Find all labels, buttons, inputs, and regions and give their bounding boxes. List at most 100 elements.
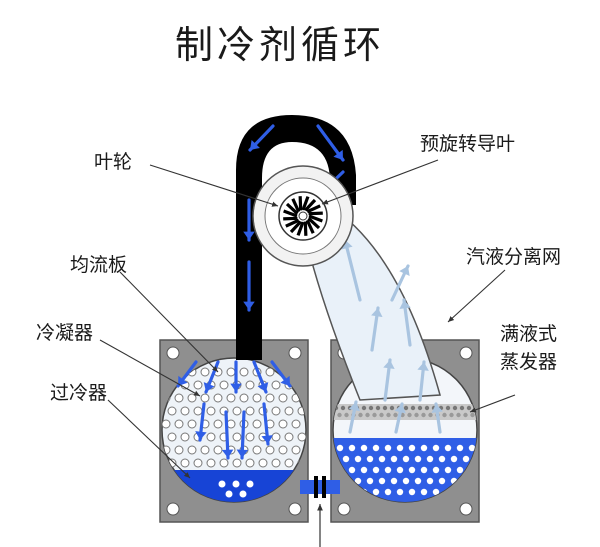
evaporator-tube xyxy=(390,477,398,485)
mesh-dot xyxy=(393,412,398,418)
evaporator-tube xyxy=(366,477,374,485)
condenser-tube xyxy=(278,419,288,429)
evaporator-tube xyxy=(354,455,362,463)
mesh-dot xyxy=(361,405,367,411)
mesh-dot xyxy=(424,405,430,411)
condenser-tube xyxy=(206,432,216,442)
evaporator-tube xyxy=(360,444,368,452)
discharge-arrow xyxy=(248,124,275,152)
condenser-tube xyxy=(239,367,249,377)
condenser-tube xyxy=(284,458,294,468)
condenser-tube xyxy=(193,458,203,468)
condenser-tube xyxy=(239,393,249,403)
evaporator-tube xyxy=(378,455,386,463)
condenser-tube xyxy=(232,458,242,468)
condenser-tube xyxy=(226,367,236,377)
mesh-dot xyxy=(379,412,384,418)
condenser-tube xyxy=(174,393,184,403)
condenser-tube xyxy=(278,393,288,403)
condenser-tube xyxy=(265,393,275,403)
condensate-arrow xyxy=(236,410,249,460)
condenser-tube xyxy=(213,445,223,455)
condenser-tube xyxy=(297,432,306,442)
evaporator-tube xyxy=(396,488,404,496)
impeller-blade xyxy=(308,211,323,216)
condenser-tube xyxy=(180,432,190,442)
mesh-dot xyxy=(344,412,349,418)
mesh-dot xyxy=(407,412,412,418)
condenser-tube xyxy=(174,445,184,455)
evaporator-label-line2: 蒸发器 xyxy=(500,351,558,373)
impeller-blade xyxy=(305,219,315,234)
subcooler-tube xyxy=(225,490,233,498)
impeller-blade xyxy=(308,214,323,223)
evaporator-tube xyxy=(432,466,440,474)
condenser-shell xyxy=(161,357,307,503)
leader-lines xyxy=(99,159,516,479)
condenser-tube xyxy=(226,393,236,403)
condenser-tube xyxy=(265,367,275,377)
condenser-tube xyxy=(187,419,197,429)
evaporator-tube xyxy=(378,477,386,485)
impeller-blade xyxy=(304,198,317,212)
condenser-tube xyxy=(167,406,177,416)
mesh-dot xyxy=(368,405,374,411)
evaporator-tube xyxy=(438,455,446,463)
mesh-dot xyxy=(414,412,419,418)
condenser-tube xyxy=(193,380,203,390)
condensate-arrow xyxy=(252,360,269,394)
impeller-blade xyxy=(283,209,298,218)
condenser-tube xyxy=(245,432,255,442)
evaporator-tube xyxy=(444,444,452,452)
mesh-dot xyxy=(372,412,377,418)
evaporator-tube xyxy=(372,466,380,474)
mesh-dot xyxy=(375,405,381,411)
mesh-dot xyxy=(470,412,475,418)
evaporator-label-line1: 满液式 xyxy=(500,323,558,345)
mesh-dot xyxy=(403,405,409,411)
evaporator-tube xyxy=(432,488,440,496)
condensate-arrow xyxy=(176,360,198,388)
condenser-tube xyxy=(278,445,288,455)
condenser-tube xyxy=(271,380,281,390)
mesh-dot xyxy=(445,405,451,411)
condenser-tube xyxy=(206,406,216,416)
mesh-dot xyxy=(337,412,342,418)
condenser-tube xyxy=(200,445,210,455)
condensate-arrow xyxy=(195,402,207,442)
condenser-tube xyxy=(174,419,184,429)
inlet-guide-vanes-label: 预旋转导叶 xyxy=(420,133,516,155)
condenser-tube xyxy=(245,458,255,468)
vapor-arrow xyxy=(390,264,410,302)
evaporator-tube xyxy=(396,444,404,452)
subcooler-tube xyxy=(218,480,226,488)
condenser-tube xyxy=(271,432,281,442)
vapor-arrow xyxy=(370,306,383,352)
evaporator-tube xyxy=(450,455,458,463)
page-title: 制冷剂循环 xyxy=(174,23,385,67)
separator-label: 汽液分离网 xyxy=(466,246,562,268)
condenser-tube xyxy=(187,445,197,455)
mesh-dot xyxy=(466,405,472,411)
condensate-arrow xyxy=(230,360,242,394)
condenser-tube xyxy=(213,393,223,403)
evaporator-tube xyxy=(426,455,434,463)
evaporator-tube xyxy=(420,488,428,496)
evaporator-tube xyxy=(402,477,410,485)
mesh-dot xyxy=(421,412,426,418)
condenser-tube xyxy=(245,380,255,390)
condenser-tube xyxy=(193,406,203,416)
mesh-dot xyxy=(386,412,391,418)
vapor-arrow xyxy=(348,400,361,434)
subcooler-tube xyxy=(239,490,247,498)
impeller-blade xyxy=(289,220,302,234)
condenser-tube xyxy=(291,445,301,455)
subcooler-tube xyxy=(232,480,240,488)
condensate-arrow xyxy=(221,410,234,460)
evaporator-tube xyxy=(390,455,398,463)
condenser-tube xyxy=(180,458,190,468)
condenser-tube xyxy=(162,419,171,429)
condenser-label: 冷凝器 xyxy=(36,322,94,344)
